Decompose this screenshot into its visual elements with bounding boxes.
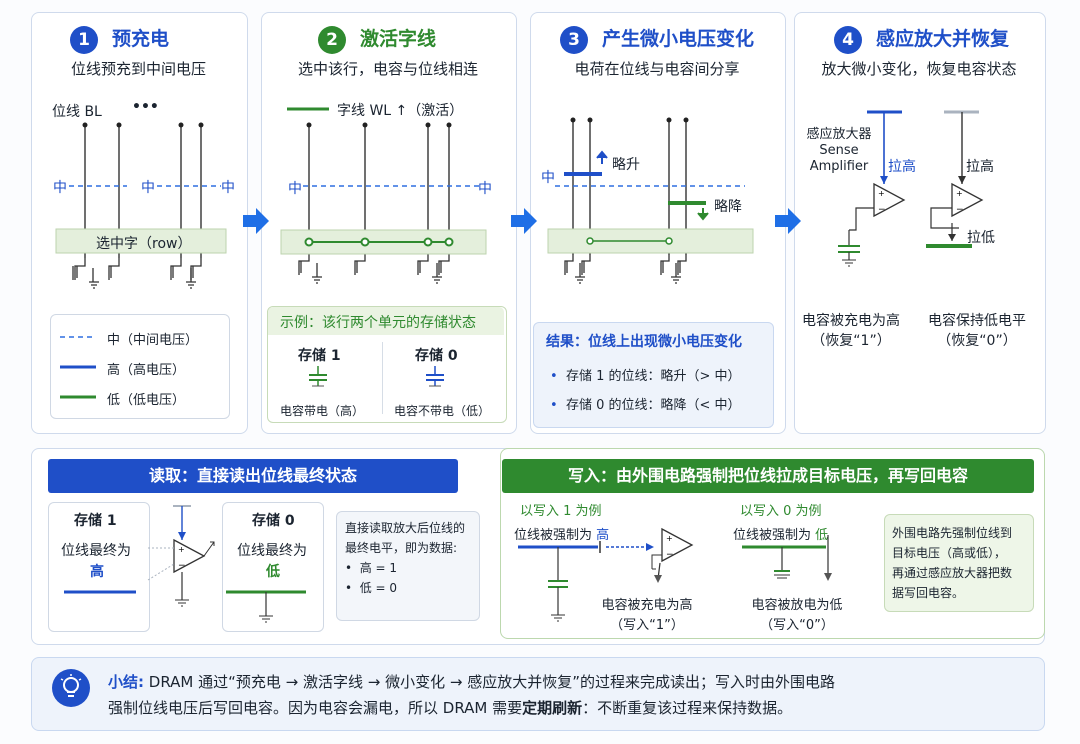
legend-box <box>50 314 230 419</box>
mid-label-6: 中 <box>541 170 555 186</box>
example-title: 示例：该行两个单元的存储状态 <box>280 315 476 331</box>
example-divider <box>382 342 383 414</box>
store0-label: 存储 0 <box>415 348 458 364</box>
step4-panel <box>794 12 1046 434</box>
legend-swatches <box>60 336 96 399</box>
read-final1-label: 位线最终为 <box>61 543 131 559</box>
pull-high-label-2: 拉高 <box>966 159 994 175</box>
svg-text:−: − <box>956 205 964 215</box>
step1-title-text: 预充电 <box>112 28 170 50</box>
summary-text: 小结: DRAM 通过“预充电 → 激活字线 → 微小变化 → 感应放大并恢复”… <box>108 673 835 717</box>
mid-label-2: 中 <box>141 180 155 196</box>
read-circuit: +− <box>64 505 306 623</box>
svg-text:+: + <box>178 545 185 554</box>
result-item-1: • 存储 1 的位线：略升（> 中） <box>550 369 741 384</box>
capacitor-charged-icon <box>309 366 327 387</box>
step1-title: 1 预充电 <box>70 24 169 54</box>
read-store0-label: 存储 0 <box>252 513 295 529</box>
rise-label: 略升 <box>612 157 640 173</box>
cap-low-result: 电容保持低电平（恢复“0”） <box>928 313 1026 349</box>
write-example0: 以写入 0 为例 <box>740 504 822 519</box>
step1-number: 1 <box>70 25 98 54</box>
svg-text:−: − <box>878 205 886 215</box>
mid-label-5: 中 <box>478 181 492 197</box>
step4-title: 4 感应放大并恢复 <box>834 24 1009 54</box>
store1-label: 存储 1 <box>298 348 341 364</box>
cap-empty-label: 电容不带电（低） <box>394 404 491 418</box>
svg-text:−: − <box>178 561 186 571</box>
read-store1-label: 存储 1 <box>74 513 117 529</box>
read-high-value: 高 <box>90 564 104 580</box>
mid-label-4: 中 <box>288 181 302 197</box>
write-forced1: 位线被强制为 高 <box>514 528 610 543</box>
read-header: 读取：直接读出位线最终状态 <box>48 459 458 493</box>
step3-subtitle: 电荷在位线与电容间分享 <box>574 60 740 78</box>
bitline-label: 位线 BL <box>52 104 102 120</box>
mid-label-3: 中 <box>221 180 235 196</box>
write-note-box <box>884 514 1034 612</box>
svg-text:−: − <box>666 550 674 560</box>
result-item-2: • 存储 0 的位线：略降（< 中） <box>550 398 741 413</box>
row-label: 选中字（row） <box>96 236 192 252</box>
step2-circuit <box>280 107 487 284</box>
write-note: 外围电路先强制位线到目标电压（高或低），再通过感应放大器把数据写回电容。 <box>892 526 1013 600</box>
read-final0-label: 位线最终为 <box>237 543 307 559</box>
arrow-1-to-2 <box>243 208 269 234</box>
legend-low: 低（低电压） <box>107 393 186 408</box>
step1-subtitle: 位线预充到中间电压 <box>70 60 206 78</box>
ellipsis: ••• <box>132 99 159 115</box>
step4-subtitle: 放大微小变化，恢复电容状态 <box>821 60 1017 78</box>
step4-title-text: 感应放大并恢复 <box>876 28 1010 50</box>
write-result1: 电容被充电为高（写入“1”） <box>601 598 693 633</box>
step2-number: 2 <box>318 25 346 54</box>
pull-low-label: 拉低 <box>967 230 995 246</box>
legend-mid: 中（中间电压） <box>107 333 199 348</box>
svg-text:+: + <box>666 534 673 543</box>
lightbulb-icon <box>52 669 90 707</box>
write-result0: 电容被放电为低（写入“0”） <box>751 598 843 633</box>
write-forced0: 位线被强制为 低 <box>733 528 829 543</box>
step3-number: 3 <box>560 25 588 54</box>
example-title-bar <box>268 307 504 335</box>
fall-label: 略降 <box>714 199 742 215</box>
svg-text:+: + <box>878 189 885 198</box>
read-low-value: 低 <box>266 564 280 580</box>
result-title: 结果：位线上出现微小电压变化 <box>546 334 742 350</box>
result-box <box>533 322 774 428</box>
arrow-3-to-4 <box>775 208 801 234</box>
pull-high-label-1: 拉高 <box>888 159 916 175</box>
read-note: 直接读取放大后位线的最终电平，即为数据: • 高 = 1 • 低 = 0 <box>345 521 466 595</box>
step2-title-text: 激活字线 <box>360 28 437 50</box>
step1-circuit <box>55 122 227 289</box>
step2-title: 2 激活字线 <box>318 24 436 54</box>
step4-circuit: + − + − <box>838 110 984 267</box>
write-example1: 以写入 1 为例 <box>520 504 602 519</box>
step2-subtitle: 选中该行，电容与位线相连 <box>297 60 478 78</box>
step4-number: 4 <box>834 25 862 54</box>
cap-high-result: 电容被充电为高（恢复“1”） <box>802 313 900 349</box>
wordline-label: 字线 WL ↑（激活） <box>337 103 464 119</box>
capacitor-empty-icon <box>426 366 444 387</box>
read-note-box <box>336 511 480 621</box>
read-store0-box <box>222 502 324 632</box>
summary-bar <box>31 657 1045 731</box>
step3-title: 3 产生微小电压变化 <box>560 24 754 54</box>
arrow-2-to-3 <box>511 208 537 234</box>
step3-title-text: 产生微小电压变化 <box>602 28 755 50</box>
step3-circuit <box>547 117 754 284</box>
mid-label-1: 中 <box>53 180 67 196</box>
write-circuit: +− <box>518 527 832 622</box>
write-header: 写入：由外围电路强制把位线拉成目标电压，再写回电容 <box>502 459 1034 493</box>
cap-charged-label: 电容带电（高） <box>280 404 365 418</box>
svg-text:+: + <box>956 189 963 198</box>
legend-high: 高（高电压） <box>107 363 186 378</box>
read-store1-box <box>48 502 150 632</box>
